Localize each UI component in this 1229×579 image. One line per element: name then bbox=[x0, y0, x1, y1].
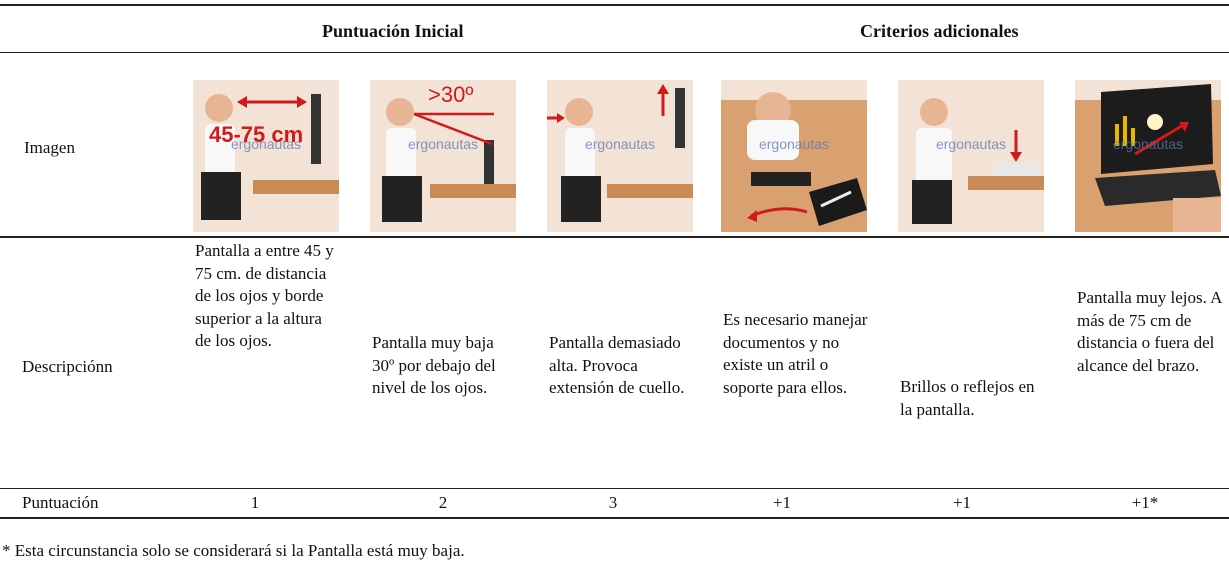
header-initial-score: Puntuación Inicial bbox=[322, 21, 464, 41]
monitor-low-angle-illustration bbox=[370, 80, 516, 232]
image-monitor-distance: 45-75 cm ergonautas bbox=[193, 80, 339, 232]
image-row-rule bbox=[0, 236, 1229, 238]
description-cell-4: Es necesario manejar documentos y no exi… bbox=[723, 310, 868, 397]
score-cell-3: 3 bbox=[608, 493, 618, 512]
row-label-score: Puntuación bbox=[22, 493, 99, 512]
image-monitor-far: ergonautas bbox=[1075, 80, 1221, 232]
description-cell-5: Brillos o reflejos en la pantalla. bbox=[900, 377, 1035, 419]
description-cell-3: Pantalla demasiado alta. Provoca extensi… bbox=[549, 333, 685, 398]
watermark-text: ergonautas bbox=[935, 136, 1007, 152]
monitor-far-illustration bbox=[1075, 80, 1221, 232]
score-cell-2: 2 bbox=[438, 493, 448, 512]
watermark-text: ergonautas bbox=[584, 136, 656, 152]
angle-label: >30º bbox=[428, 82, 474, 107]
score-cell-1: 1 bbox=[250, 493, 260, 512]
image-screen-glare: ergonautas bbox=[898, 80, 1044, 232]
description-cell-6: Pantalla muy lejos. A más de 75 cm de di… bbox=[1077, 288, 1222, 375]
score-cell-6: +1* bbox=[1131, 493, 1159, 512]
score-cell-4: +1 bbox=[772, 493, 792, 512]
description-cell-2: Pantalla muy baja 30º por debajo del niv… bbox=[372, 333, 496, 398]
watermark-text: ergonautas bbox=[407, 136, 479, 152]
monitor-high-illustration bbox=[547, 80, 693, 232]
distance-label: 45-75 cm bbox=[209, 122, 304, 147]
screen-glare-illustration bbox=[898, 80, 1044, 232]
description-row-rule bbox=[0, 488, 1229, 489]
score-cell-5: +1 bbox=[952, 493, 972, 512]
score-row-rule bbox=[0, 517, 1229, 519]
row-label-image: Imagen bbox=[24, 138, 75, 157]
monitor-distance-illustration bbox=[193, 80, 339, 232]
description-cell-1: Pantalla a entre 45 y 75 cm. de distanci… bbox=[195, 241, 334, 351]
top-rule bbox=[0, 4, 1229, 6]
watermark-text: ergonautas bbox=[230, 136, 302, 152]
document-holder-illustration bbox=[721, 80, 867, 232]
image-document-holder: ergonautas bbox=[721, 80, 867, 232]
image-monitor-low: >30º ergonautas bbox=[370, 80, 516, 232]
watermark-text: ergonautas bbox=[1112, 136, 1184, 152]
header-additional-criteria: Criterios adicionales bbox=[860, 21, 1019, 41]
header-rule bbox=[0, 52, 1229, 53]
row-label-description: Descripciónn bbox=[22, 357, 113, 376]
footnote: * Esta circunstancia solo se considerará… bbox=[2, 541, 465, 560]
image-monitor-high: ergonautas bbox=[547, 80, 693, 232]
watermark-text: ergonautas bbox=[758, 136, 830, 152]
